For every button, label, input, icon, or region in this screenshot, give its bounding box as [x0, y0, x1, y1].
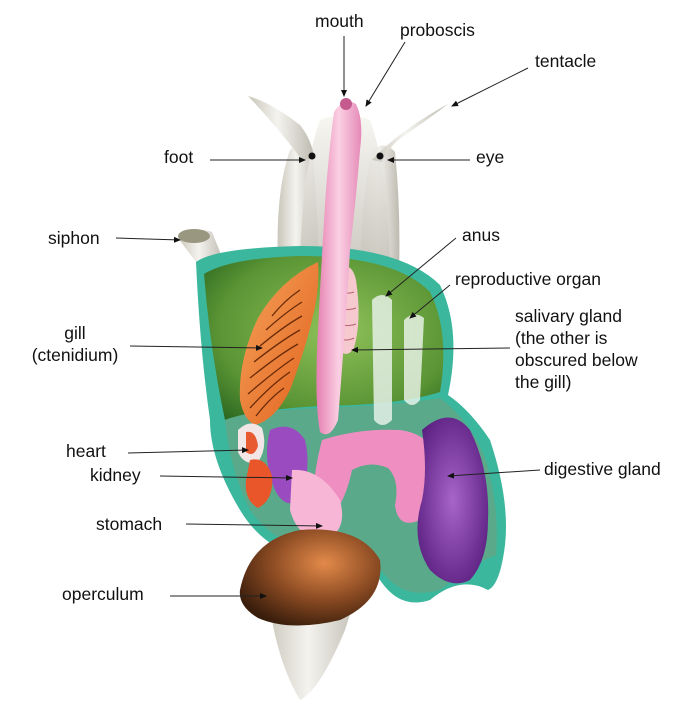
label-stomach: stomach — [96, 513, 162, 535]
label-anus: anus — [462, 224, 500, 246]
label-kidney: kidney — [90, 464, 141, 486]
label-gill-line-1: gill — [20, 322, 130, 344]
label-gill: gill (ctenidium) — [20, 322, 130, 366]
label-reproductive-organ: reproductive organ — [455, 268, 601, 290]
label-operculum: operculum — [62, 583, 144, 605]
label-siphon: siphon — [48, 227, 100, 249]
label-tentacle: tentacle — [535, 50, 596, 72]
tentacle-right — [372, 104, 448, 162]
eye-left — [309, 153, 316, 160]
label-mouth: mouth — [315, 10, 364, 32]
label-foot: foot — [164, 146, 193, 168]
label-salivary-line-4: the gill) — [515, 371, 638, 393]
label-gill-line-2: (ctenidium) — [20, 344, 130, 366]
label-digestive-gland: digestive gland — [544, 458, 661, 480]
label-salivary-line-3: obscured below — [515, 349, 638, 371]
operculum — [240, 529, 381, 625]
reproductive-organ — [372, 295, 392, 425]
label-heart: heart — [66, 440, 106, 462]
label-eye: eye — [476, 146, 504, 168]
label-salivary-gland: salivary gland (the other is obscured be… — [515, 305, 638, 393]
tentacle-left — [248, 96, 314, 160]
label-salivary-line-1: salivary gland — [515, 305, 638, 327]
label-salivary-line-2: (the other is — [515, 327, 638, 349]
eye-right — [377, 153, 384, 160]
label-proboscis: proboscis — [400, 19, 475, 41]
